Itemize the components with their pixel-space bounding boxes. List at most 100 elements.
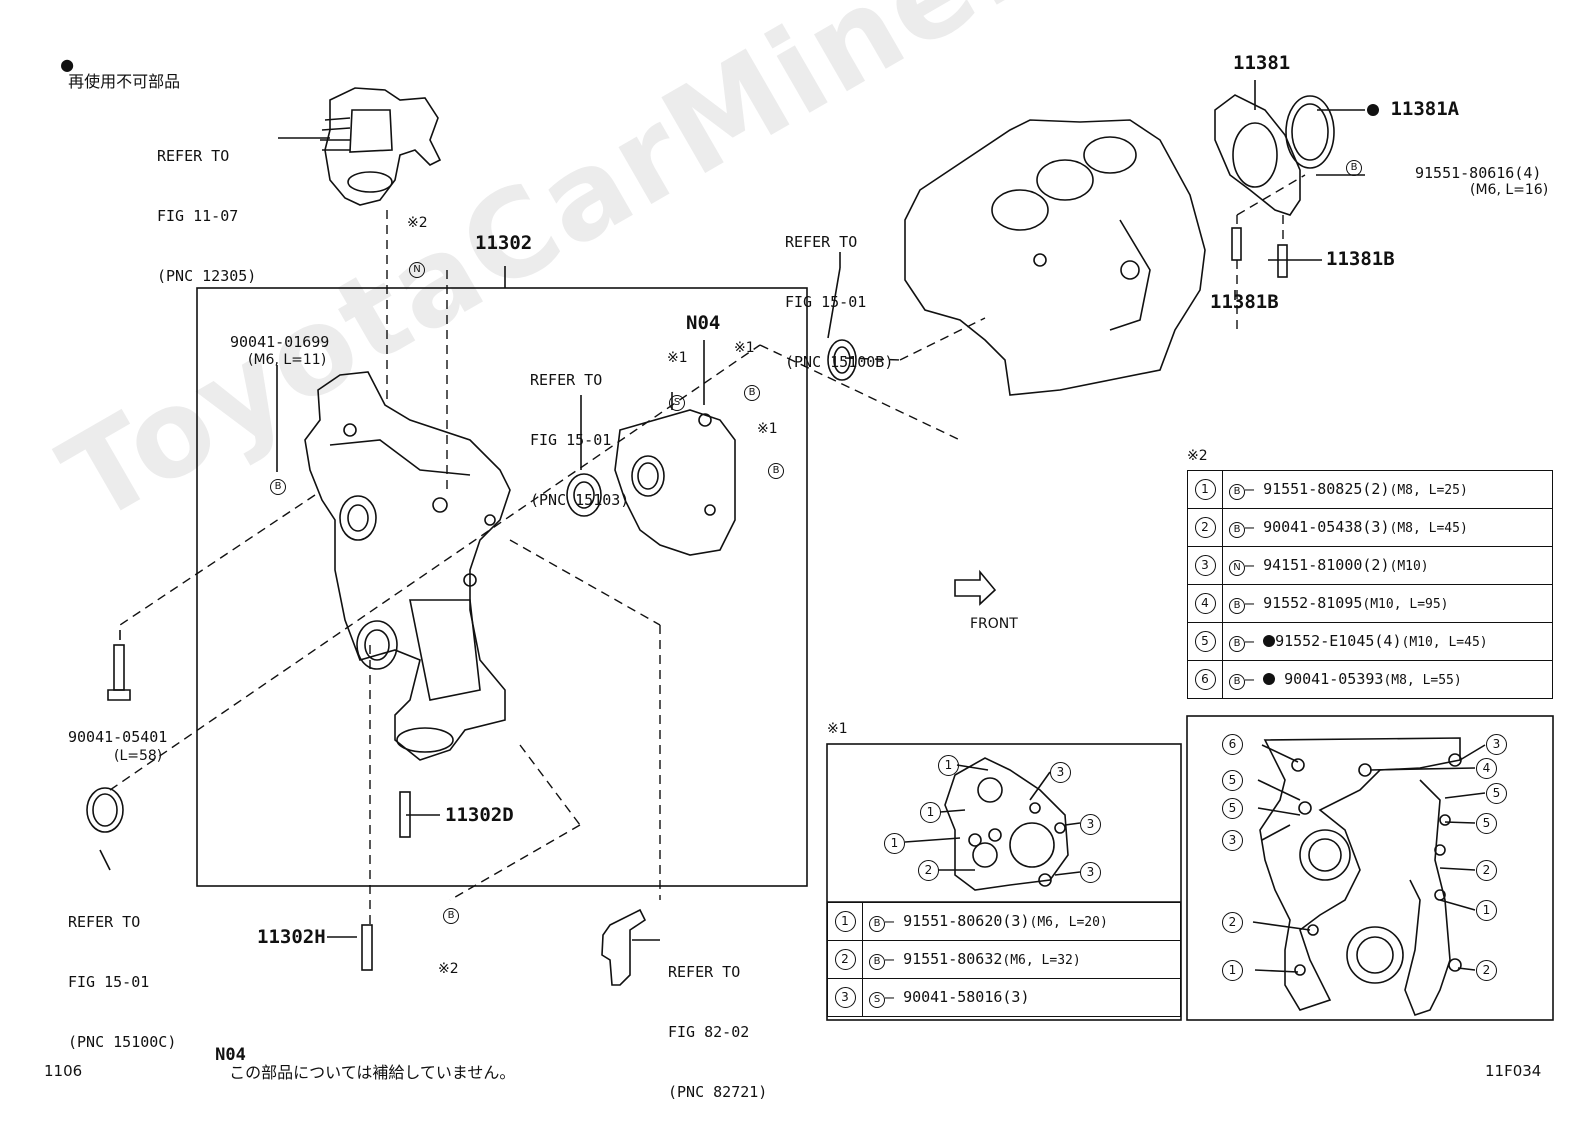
callout-number: 3 [834, 987, 856, 1008]
bolt-code: 91552-E1045(4) [1275, 631, 1402, 650]
oil-seal-11381A [1285, 95, 1335, 169]
bolt-code: 90041-05438(3) [1263, 517, 1390, 536]
table-row: 2 B— 90041-05438(3)(M8, L=45) [1187, 508, 1553, 547]
footer-n04-text: この部品については補給していません。 [229, 1062, 516, 1082]
b-mark-icon: B [1229, 635, 1245, 652]
nut-dim: (M10) [1389, 558, 1429, 574]
non-reusable-dot [1263, 672, 1276, 685]
table-row: 5 B— 91552-E1045(4)(M10, L=45) [1187, 622, 1553, 661]
bolt-01699-code: 90041-01699 [230, 333, 330, 351]
bolt-dim: (M8, L=45) [1389, 520, 1468, 536]
front-label: FRONT [970, 616, 1018, 632]
detail-2-frame [1186, 715, 1554, 1021]
bolt-01699-dim: (M6, L=11) [248, 352, 327, 368]
footer-n04-label: N04 [215, 1044, 246, 1065]
bolt-dim: (M8, L=25) [1389, 482, 1468, 498]
callout-number: 4 [1194, 593, 1216, 614]
page-number: 1106 [44, 1062, 83, 1080]
bolt-dim: (M6, L=32) [1002, 952, 1081, 968]
bolt-90041-05401 [107, 644, 131, 701]
legend-bullet: ● [60, 54, 75, 74]
stud-code: 90041-58016(3) [903, 987, 1030, 1006]
table-2-title: ※2 [1187, 448, 1208, 464]
engine-mount-part [320, 87, 442, 206]
detail-1-callout: 3 [1080, 862, 1101, 883]
exploded-parts-diagram [86, 80, 1554, 1021]
table-row: 6 B— 90041-05393(M8, L=55) [1187, 660, 1553, 699]
bolt-05401-dim: (L=58) [114, 748, 163, 764]
bolt-dim: (M10, L=95) [1362, 596, 1449, 612]
front-arrow [954, 569, 997, 606]
note-2-marker: ※2 [438, 961, 459, 977]
detail-2-callout: 3 [1222, 830, 1243, 851]
callout-number: 3 [1194, 555, 1216, 576]
footer-note: N04 この部品については補給していません。 [205, 1030, 515, 1081]
ref-line: FIG 82-02 [668, 1023, 750, 1041]
seal-retainer-11381 [1214, 94, 1301, 216]
note-1-marker: ※1 [757, 421, 778, 437]
bolt-dim: (M6, L=20) [1029, 914, 1108, 930]
table-row: 3 S— 90041-58016(3) [827, 978, 1181, 1017]
detail-2-callout: 5 [1486, 783, 1507, 804]
detail-1-drawing [904, 757, 1081, 891]
detail-1-callout: 1 [884, 833, 905, 854]
b-mark-icon: B [869, 953, 885, 970]
detail-1-callout: 1 [920, 802, 941, 823]
ref-oil-seal: REFER TO FIG 15-01 (PNC 15103) [530, 330, 629, 530]
callout-number: 2 [1194, 517, 1216, 538]
detail-1-callout: 2 [918, 860, 939, 881]
callout-number: 5 [1194, 631, 1216, 652]
b-mark-icon: B [1229, 597, 1245, 614]
table-row: 1 B— 91551-80620(3)(M6, L=20) [827, 902, 1181, 941]
bolt-dim: (M10, L=45) [1401, 634, 1488, 650]
ref-line: REFER TO [530, 371, 603, 389]
bolt-80616-code: 91551-80616(4) [1415, 164, 1542, 182]
detail-2-callout: 2 [1476, 860, 1497, 881]
nut-code: 94151-81000(2) [1263, 555, 1390, 574]
bolt-code: 91552-81095 [1263, 593, 1363, 612]
detail-2-callout: 3 [1486, 734, 1507, 755]
ref-line: (PNC 15103) [530, 491, 630, 509]
detail-2-callout: 5 [1222, 770, 1243, 791]
detail-1-callout: 3 [1080, 814, 1101, 835]
detail-2-callout: 2 [1222, 912, 1243, 933]
ref-line: (PNC 82721) [668, 1083, 768, 1101]
stud-11302D [399, 791, 411, 838]
bolt-05401-code: 90041-05401 [68, 728, 168, 746]
ref-engine-mount: REFER TO FIG 11-07 (PNC 12305) [157, 106, 256, 306]
part-11381A: 11381A [1367, 98, 1460, 120]
b-mark-icon: B [270, 479, 286, 495]
ref-line: (PNC 15100B) [785, 353, 894, 371]
detail-2-callout: 2 [1476, 960, 1497, 981]
table-1-title: ※1 [827, 721, 848, 737]
ref-crank-seal: REFER TO FIG 15-01 (PNC 15100C) [68, 872, 176, 1072]
b-mark-icon: B [1229, 483, 1245, 500]
ref-line: FIG 15-01 [68, 973, 150, 991]
detail-2-callout: 6 [1222, 734, 1243, 755]
callout-number: 1 [1194, 479, 1216, 500]
n-mark-icon: N [409, 262, 425, 278]
callout-number: 2 [834, 949, 856, 970]
part-11381A-code: 11381A [1390, 98, 1460, 120]
non-reusable-dot [1367, 104, 1379, 116]
crank-oil-seal [86, 787, 124, 833]
legend: ● 再使用不可部品 [50, 40, 180, 90]
oil-seal-15103 [566, 473, 602, 517]
bolt-80616-dim: (M6, L=16) [1470, 182, 1549, 198]
cylinder-block [904, 119, 1206, 396]
bolt-code: 91551-80620(3) [903, 911, 1030, 930]
detail-2-callout: 1 [1476, 900, 1497, 921]
ref-line: REFER TO [68, 913, 141, 931]
ref-line: FIG 15-01 [785, 293, 867, 311]
b-mark-icon: B [1229, 673, 1245, 690]
ref-line: FIG 15-01 [530, 431, 612, 449]
detail-2-callout: 5 [1222, 798, 1243, 819]
oil-pump-n04 [614, 409, 736, 556]
ref-bracket: REFER TO FIG 82-02 (PNC 82721) [668, 922, 767, 1122]
callout-number: 6 [1194, 669, 1216, 690]
stud-11381B-right [1277, 244, 1288, 278]
part-11381: 11381 [1233, 52, 1291, 74]
table-row: 4 B— 91552-81095(M10, L=95) [1187, 584, 1553, 623]
note-1-marker: ※1 [734, 340, 755, 356]
s-mark-icon: S [869, 991, 885, 1008]
